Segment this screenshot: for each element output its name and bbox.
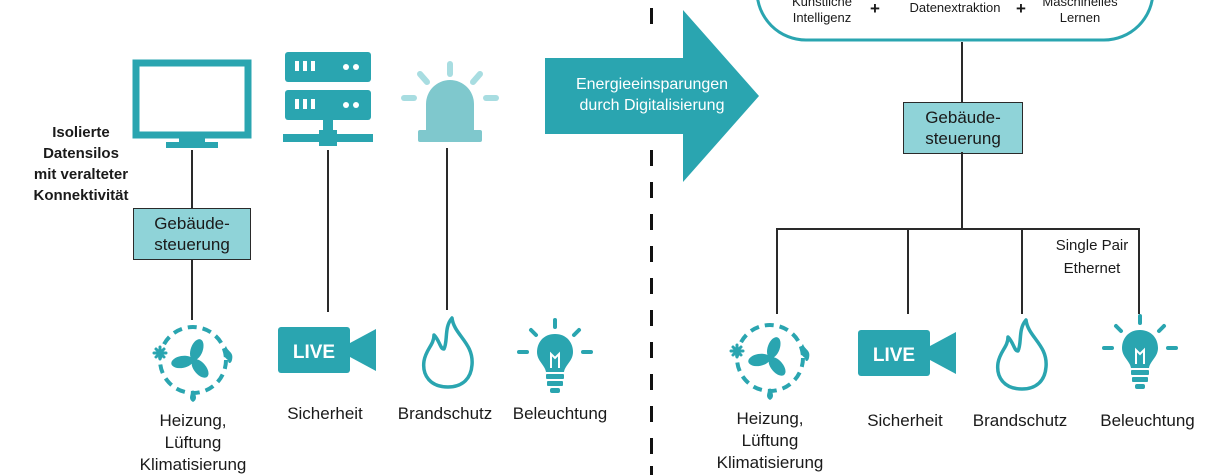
lighting-label: Beleuchtung <box>1100 411 1195 430</box>
dash-segment <box>650 406 653 422</box>
cloud-connector-line <box>961 42 963 102</box>
bus-line <box>776 228 1140 230</box>
dash-segment <box>650 310 653 326</box>
cloud-ai-text: Künstliche Intelligenz <box>792 0 852 25</box>
flame-icon <box>421 316 474 389</box>
security-label: Sicherheit <box>867 411 943 430</box>
control-to-bus-line <box>961 152 963 228</box>
dash-segment <box>650 182 653 198</box>
plus-sign: + <box>1016 0 1026 18</box>
cloud-ml-text: Maschinelles Lernen <box>1042 0 1118 25</box>
dash-segment <box>650 342 653 358</box>
fire-protection-label: Brandschutz <box>972 411 1068 430</box>
dash-segment <box>650 246 653 262</box>
live-camera-icon: LIVE <box>278 327 376 373</box>
dash-segment <box>650 374 653 390</box>
alarm-connector-line <box>446 148 448 310</box>
hvac-label: Heizung, Lüftung Klimatisierung <box>716 409 824 472</box>
lightbulb-icon <box>1102 314 1178 389</box>
control-box-connector-line <box>191 258 193 320</box>
svg-text:LIVE: LIVE <box>293 342 335 363</box>
dash-segment <box>650 8 653 24</box>
building-control-box: Gebäude- steuerung <box>133 208 251 260</box>
monitor-icon <box>132 59 252 148</box>
isolated-data-silos-note: Isolierte Datensilos mit veralteter Konn… <box>33 124 129 204</box>
flame-icon <box>995 318 1048 391</box>
svg-text:LIVE: LIVE <box>873 345 915 366</box>
monitor-connector-line <box>191 150 193 208</box>
alarm-beacon-icon <box>401 61 499 142</box>
hvac-fan-icon <box>152 325 233 402</box>
cloud-icon <box>756 0 1154 42</box>
cloud-extraction-text: Datenextraktion <box>909 0 1001 15</box>
dash-segment <box>650 466 653 475</box>
lightbulb-icon <box>517 318 593 393</box>
security-label: Sicherheit <box>287 404 363 423</box>
fire-protection-label: Brandschutz <box>397 404 493 423</box>
bus-drop-fire <box>1021 228 1023 314</box>
bus-drop-lighting <box>1138 228 1140 314</box>
dash-segment <box>650 214 653 230</box>
bus-drop-hvac <box>776 228 778 314</box>
building-control-box: Gebäude- steuerung <box>903 102 1023 154</box>
dash-segment <box>650 150 653 166</box>
arrow-caption: Energieeinsparungen durch Digitalisierun… <box>575 76 729 114</box>
plus-sign: + <box>870 0 880 18</box>
server-connector-line <box>327 150 329 312</box>
server-rack-icon <box>283 52 373 146</box>
hvac-fan-icon <box>729 323 810 400</box>
lighting-label: Beleuchtung <box>512 404 608 423</box>
hvac-label: Heizung, Lüftung Klimatisierung <box>139 411 247 474</box>
dash-segment <box>650 438 653 454</box>
single-pair-ethernet-label: Single Pair Ethernet <box>1055 237 1129 277</box>
bus-drop-security <box>907 228 909 314</box>
big-arrow-icon <box>545 10 759 182</box>
dash-segment <box>650 278 653 294</box>
live-camera-icon: LIVE <box>858 330 956 376</box>
